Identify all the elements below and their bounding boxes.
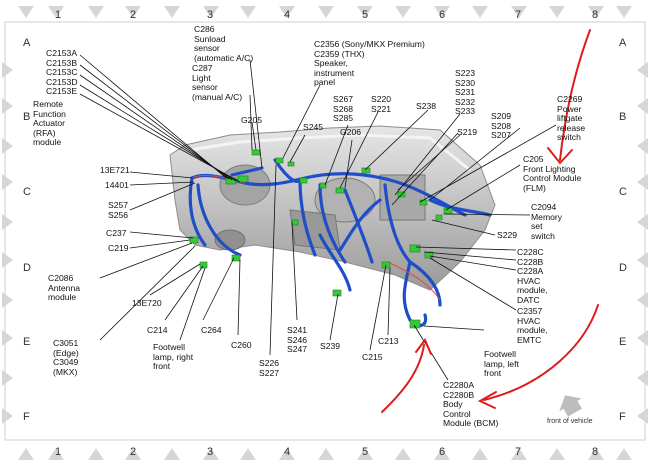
- label-s238: S238: [416, 101, 437, 111]
- label-14401: 14401: [105, 180, 129, 190]
- label-13e721: 13E721: [100, 165, 130, 175]
- column-label-3: 3: [207, 9, 214, 21]
- label-s220-s221: S220 S221: [371, 94, 392, 114]
- column-label-5: 5: [362, 9, 369, 21]
- label-s257-s256: S257 S256: [108, 200, 129, 220]
- front-of-vehicle-arrow-icon: [559, 395, 582, 417]
- label-13e720: 13E720: [132, 298, 162, 308]
- column-label-1: 1: [55, 9, 62, 21]
- wiring-harness: [188, 158, 492, 328]
- label-c3051-c3049: C3051 (Edge) C3049 (MKX): [53, 338, 79, 377]
- label-s241-s246-s247: S241 S246 S247: [287, 325, 308, 355]
- row-label-b: B: [23, 111, 31, 123]
- label-footwell-lamp-left: Footwell lamp, left front: [484, 349, 519, 379]
- label-s229: S229: [497, 230, 518, 240]
- label-c287-light-sensor: C287 Light sensor (manual A/C): [192, 63, 243, 102]
- label-s219: S219: [457, 127, 478, 137]
- red-annotation-arrows: [381, 29, 599, 413]
- column-label-4: 4: [284, 9, 291, 21]
- label-c260: C260: [231, 340, 252, 350]
- column-label-7-bottom: 7: [515, 446, 522, 458]
- row-label-e: E: [23, 336, 31, 348]
- label-c2356-speaker: C2356 (Sony/MKX Premium) C2359 (THX) Spe…: [314, 39, 425, 88]
- column-label-3-bottom: 3: [207, 446, 214, 458]
- label-c2086-antenna-module: C2086 Antenna module: [48, 273, 81, 303]
- label-c215: C215: [362, 352, 383, 362]
- label-rfa-module: Remote Function Actuator (RFA) module: [33, 99, 66, 148]
- column-label-8-bottom: 8: [592, 446, 599, 458]
- row-label-a-right: A: [619, 37, 627, 49]
- label-c2357-hvac-emtc: C2357 HVAC module, EMTC: [517, 306, 548, 345]
- column-label-2-bottom: 2: [130, 446, 137, 458]
- label-c2280-bcm: C2280A C2280B Body Control Module (BCM): [443, 380, 499, 429]
- label-c228-hvac-datc: C228C C228B C228A HVAC module, DATC: [517, 247, 548, 305]
- label-front-of-vehicle: front of vehicle: [547, 418, 593, 425]
- grid-frame: [2, 6, 648, 460]
- label-s267-s268-s285: S267 S268 S285: [333, 94, 354, 124]
- label-s226-s227: S226 S227: [259, 358, 280, 378]
- label-s245: S245: [303, 122, 324, 132]
- label-c2153-connectors: C2153A C2153B C2153C C2153D C2153E: [46, 48, 78, 97]
- label-g206: G206: [340, 127, 362, 137]
- column-label-7: 7: [515, 9, 522, 21]
- row-label-a: A: [23, 37, 31, 49]
- label-s223-s233: S223 S230 S231 S232 S233: [455, 68, 476, 117]
- row-label-b-right: B: [619, 111, 627, 123]
- row-label-c: C: [23, 186, 31, 198]
- row-label-c-right: C: [619, 186, 627, 198]
- row-label-d: D: [23, 262, 31, 274]
- label-c213: C213: [378, 336, 399, 346]
- column-label-4-bottom: 4: [284, 446, 291, 458]
- label-c214: C214: [147, 325, 168, 335]
- row-label-e-right: E: [619, 336, 627, 348]
- label-g205: G205: [241, 115, 263, 125]
- column-label-8: 8: [592, 9, 599, 21]
- label-c237: C237: [106, 228, 127, 238]
- column-label-6-bottom: 6: [439, 446, 446, 458]
- column-label-2: 2: [130, 9, 137, 21]
- label-c2094-memory-set-switch: C2094 Memory set switch: [531, 202, 563, 241]
- label-c219: C219: [108, 243, 129, 253]
- label-s239: S239: [320, 341, 341, 351]
- row-label-d-right: D: [619, 262, 627, 274]
- label-s209-s208-s207: S209 S208 S207: [491, 111, 512, 141]
- row-label-f-right: F: [619, 411, 626, 423]
- column-label-6: 6: [439, 9, 446, 21]
- column-label-1-bottom: 1: [55, 446, 62, 458]
- label-c205-flm: C205 Front Lighting Control Module (FLM): [523, 154, 582, 193]
- label-c2269-power-liftgate-switch: C2269 Power liftgate release switch: [557, 94, 586, 143]
- label-c264: C264: [201, 325, 222, 335]
- label-footwell-lamp-right: Footwell lamp, right front: [153, 342, 194, 372]
- row-label-f: F: [23, 411, 30, 423]
- column-label-5-bottom: 5: [362, 446, 369, 458]
- label-c286-sunload-sensor: C286 Sunload sensor (automatic A/C): [194, 24, 254, 63]
